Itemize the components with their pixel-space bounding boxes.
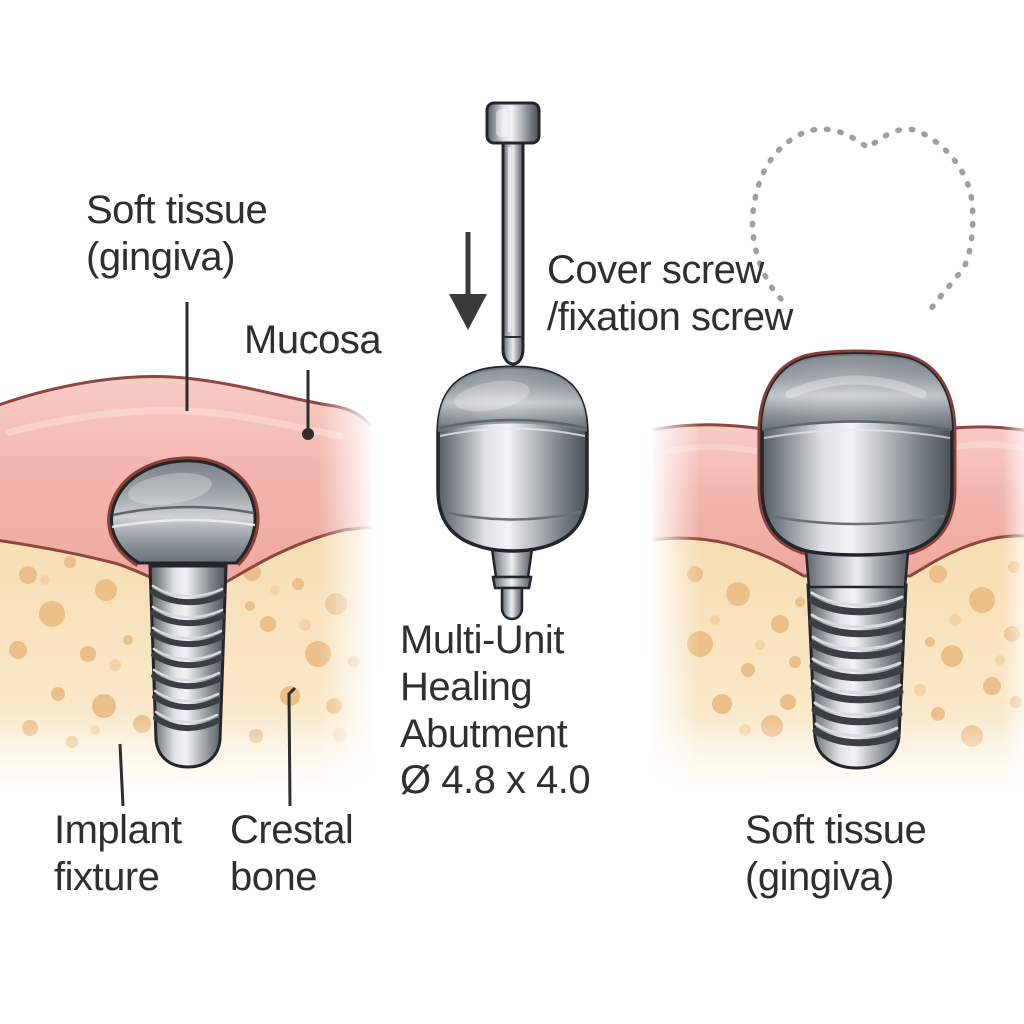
tissue-highlight-streak	[6, 406, 344, 440]
soft-tissue-label-left: Soft tissue (gingiva)	[86, 188, 268, 279]
abutment-neck	[490, 547, 534, 579]
abutment-neck-ridge	[491, 575, 533, 590]
mucosa-pointer-dot	[302, 428, 314, 440]
cap-seam-dark	[112, 505, 255, 517]
abutment-highlight	[454, 380, 530, 412]
crestal-bone-label: Crestal bone	[230, 808, 354, 899]
abutment-dome-shading	[438, 367, 587, 432]
right-edge-fade	[1002, 400, 1024, 790]
abutment-seam-dark	[762, 420, 952, 432]
cover-screw-label: Cover screw /fixation screw	[547, 248, 793, 339]
down-arrow-icon	[449, 232, 487, 330]
cover-screw-head	[485, 101, 541, 145]
pointer-lines	[118, 302, 314, 807]
implant-fixture-label: Implant fixture	[54, 808, 182, 899]
abutment-seam-top-light	[439, 427, 586, 437]
implant-fixture-graphic	[107, 456, 260, 769]
soft-tissue-label-right: Soft tissue (gingiva)	[745, 808, 927, 899]
implant-fixture-pointer-line	[118, 743, 125, 807]
implant-healing-abutment-graphic	[757, 349, 957, 770]
tissue-bone-interface	[651, 534, 1024, 578]
implant-threads	[150, 584, 225, 732]
crestal-bone-pointer-line	[287, 686, 297, 807]
implant-threads	[808, 591, 906, 747]
mucosa-label: Mucosa	[244, 318, 382, 362]
healing-abutment-graphic	[436, 365, 589, 621]
abutment-seam-top	[438, 418, 587, 430]
abutment-dome-highlight	[785, 375, 927, 399]
abutment-dome-shading	[762, 354, 952, 430]
abutment-post	[500, 586, 524, 621]
abutment-seam-light	[763, 429, 951, 439]
cap-highlight	[128, 473, 212, 505]
cover-screw-head-highlight	[496, 109, 508, 137]
abutment-seam-bottom	[769, 514, 945, 526]
cap-seam-light	[111, 518, 256, 529]
tooth-outline-icon	[749, 126, 976, 316]
abutment-seam-bottom	[443, 510, 582, 521]
healing-abutment-label: Multi-Unit Healing Abutment Ø 4.8 x 4.0	[400, 618, 591, 803]
cover-screw-graphic	[485, 101, 541, 366]
cover-screw-shaft	[501, 141, 525, 366]
